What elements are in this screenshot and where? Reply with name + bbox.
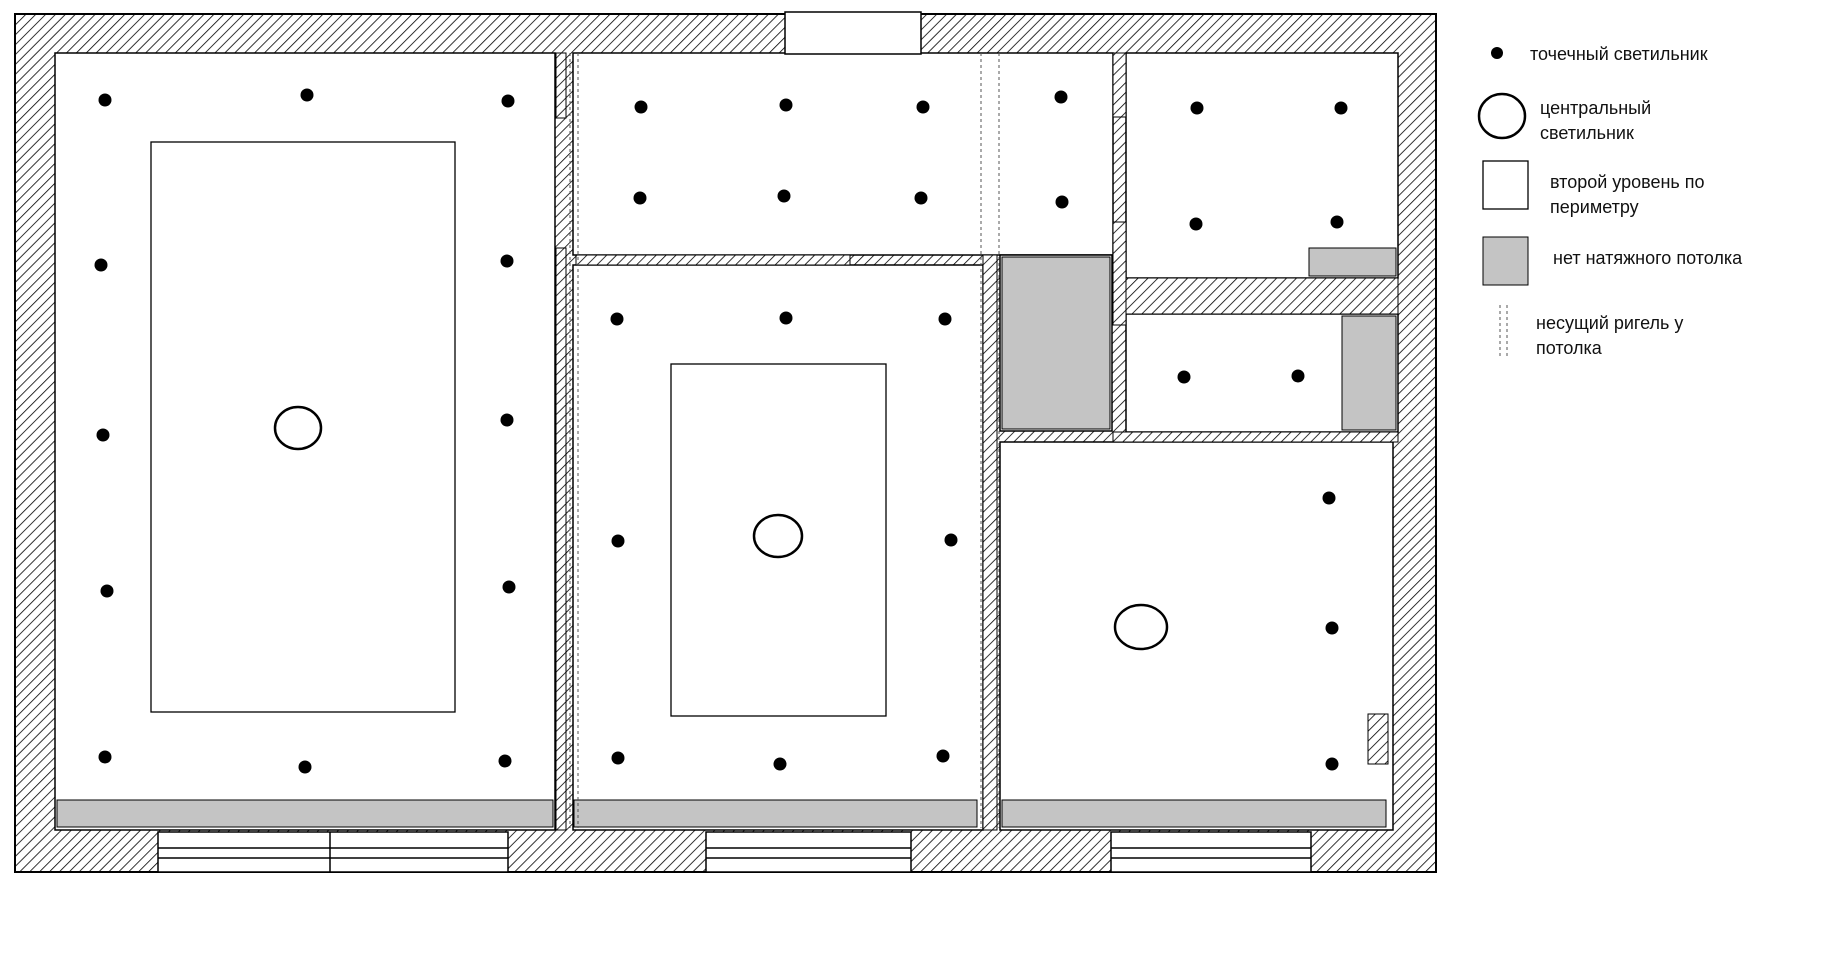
spot-light bbox=[611, 534, 625, 548]
spot-light bbox=[779, 311, 793, 325]
spot-light bbox=[1325, 621, 1339, 635]
legend-second-level-label: второй уровень по периметру bbox=[1550, 170, 1705, 220]
spot-light bbox=[773, 757, 787, 771]
spot-light bbox=[1291, 369, 1305, 383]
spot-light bbox=[298, 760, 312, 774]
spot-light bbox=[914, 191, 928, 205]
legend-no-ceiling-label: нет натяжного потолка bbox=[1553, 248, 1743, 268]
spot-light bbox=[633, 191, 647, 205]
spot-light bbox=[300, 88, 314, 102]
room-top-right bbox=[1125, 52, 1399, 279]
spot-light bbox=[916, 100, 930, 114]
spot-light bbox=[498, 754, 512, 768]
spot-light bbox=[938, 312, 952, 326]
spot-light bbox=[500, 254, 514, 268]
spot-light bbox=[1177, 370, 1191, 384]
legend-spot-label: точечный светильник bbox=[1530, 44, 1708, 64]
legend-graphics bbox=[1477, 47, 1529, 358]
legend-central-line2: светильник bbox=[1540, 123, 1634, 143]
legend-second-level-line1: второй уровень по bbox=[1550, 172, 1705, 192]
spot-light bbox=[100, 584, 114, 598]
no-ceiling-zones bbox=[56, 247, 1397, 828]
central-light bbox=[1113, 603, 1169, 651]
legend-second-level-line2: периметру bbox=[1550, 197, 1639, 217]
window-3 bbox=[1110, 831, 1312, 873]
legend-central-line1: центральный bbox=[1540, 98, 1652, 118]
spot-light bbox=[777, 189, 791, 203]
spot-light bbox=[944, 533, 958, 547]
spot-light bbox=[1330, 215, 1344, 229]
spot-light bbox=[1055, 195, 1069, 209]
spot-light bbox=[936, 749, 950, 763]
central-light bbox=[273, 405, 323, 451]
spot-light bbox=[1189, 217, 1203, 231]
spot-light bbox=[779, 98, 793, 112]
legend-beam-label: несущий ригель у потолка bbox=[1536, 311, 1683, 361]
spot-light bbox=[502, 580, 516, 594]
spot-light bbox=[98, 750, 112, 764]
spot-lights bbox=[94, 88, 1348, 774]
legend-central-icon bbox=[1477, 92, 1527, 140]
spot-light bbox=[1334, 101, 1348, 115]
legend-beam-line2: потолка bbox=[1536, 338, 1602, 358]
spot-light bbox=[1054, 90, 1068, 104]
spot-light bbox=[1190, 101, 1204, 115]
legend-second-level-icon bbox=[1482, 160, 1529, 210]
central-lights bbox=[273, 405, 1169, 651]
spot-light bbox=[501, 94, 515, 108]
partition-walls bbox=[555, 52, 1399, 831]
legend-no-ceiling-icon bbox=[1482, 236, 1529, 286]
spot-light bbox=[1325, 757, 1339, 771]
legend-central-label: центральный светильник bbox=[1540, 96, 1651, 146]
room-top-middle bbox=[572, 52, 1114, 256]
spot-light bbox=[634, 100, 648, 114]
window-2 bbox=[705, 831, 912, 873]
spot-light bbox=[610, 312, 624, 326]
central-light bbox=[752, 513, 804, 559]
entrance-opening bbox=[784, 11, 922, 55]
windows bbox=[157, 831, 1312, 873]
spot-light bbox=[611, 751, 625, 765]
spot-light bbox=[94, 258, 108, 272]
spot-light bbox=[1322, 491, 1336, 505]
legend-beam-line1: несущий ригель у bbox=[1536, 313, 1684, 333]
spot-light bbox=[98, 93, 112, 107]
window-1 bbox=[157, 831, 509, 873]
spot-light bbox=[500, 413, 514, 427]
legend-spot-icon bbox=[1491, 47, 1503, 59]
spot-light bbox=[96, 428, 110, 442]
